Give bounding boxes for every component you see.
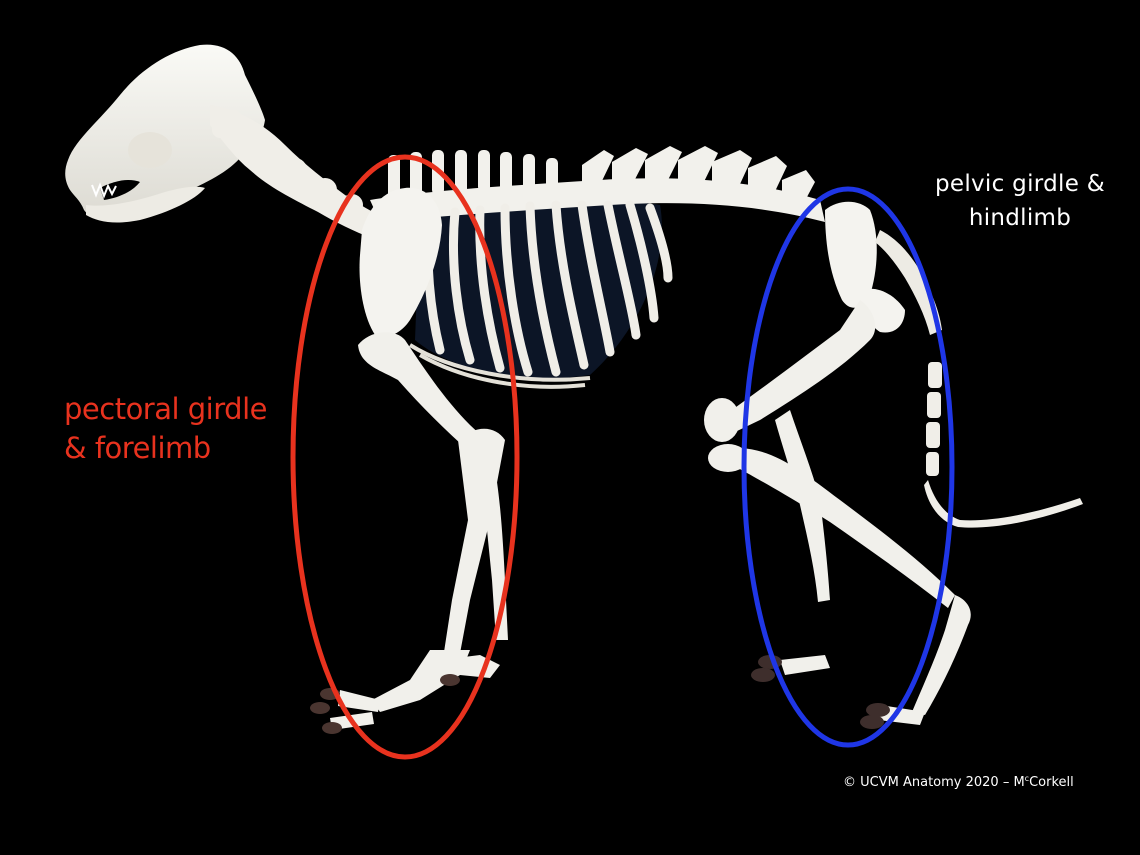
copyright-superscript: c	[1024, 774, 1030, 783]
scapula	[359, 187, 442, 337]
copyright-notice: © UCVM Anatomy 2020 – McCorkell	[843, 770, 1074, 792]
thoracic-lumbar-spine	[370, 146, 825, 222]
copyright-prefix: © UCVM Anatomy 2020 – M	[843, 775, 1025, 790]
skull	[65, 44, 265, 223]
pectoral-label-line-1: pectoral girdle	[64, 392, 267, 426]
forelimb	[330, 332, 508, 730]
costal-arch	[408, 343, 591, 389]
pectoral-girdle-highlight-ellipse	[290, 154, 520, 760]
pelvic-label-line-2: hindlimb	[968, 205, 1072, 231]
tail	[924, 362, 1083, 528]
pelvic-label-line-1: pelvic girdle &	[934, 171, 1106, 197]
pelvic-girdle-hindlimb-label: pelvic girdle & hindlimb	[920, 167, 1120, 235]
copyright-suffix: Corkell	[1029, 775, 1074, 790]
pectoral-girdle-forelimb-label: pectoral girdle & forelimb	[64, 390, 267, 468]
pelvic-girdle-highlight-ellipse	[741, 186, 955, 748]
cervical-spine	[210, 105, 380, 238]
pectoral-label-line-2: & forelimb	[64, 431, 211, 465]
hindlimb	[704, 300, 971, 725]
sacrum	[875, 230, 942, 335]
